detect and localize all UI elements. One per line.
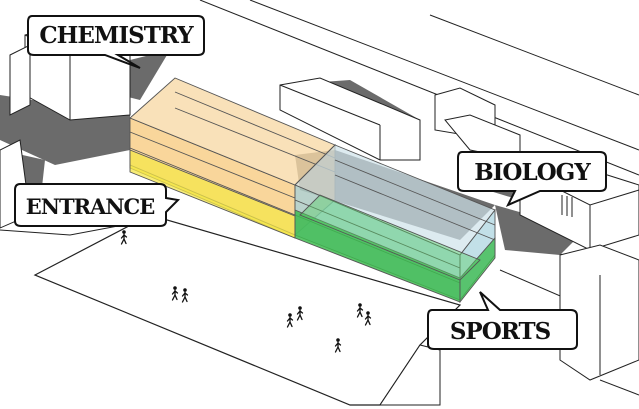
callout-sports: SPORTS [427, 291, 578, 350]
callout-biology: BIOLOGY [457, 151, 607, 208]
ground-lines [0, 0, 639, 396]
plaza [33, 214, 462, 406]
callout-chemistry: CHEMISTRY [27, 15, 205, 69]
callout-label-sports: SPORTS [450, 318, 551, 345]
callout-label-chemistry: CHEMISTRY [39, 22, 194, 49]
callout-label-entrance: ENTRANCE [26, 194, 155, 219]
callout-entrance: ENTRANCE [14, 183, 181, 227]
proposed-building-volumes [129, 77, 496, 304]
callout-label-biology: BIOLOGY [474, 159, 591, 186]
